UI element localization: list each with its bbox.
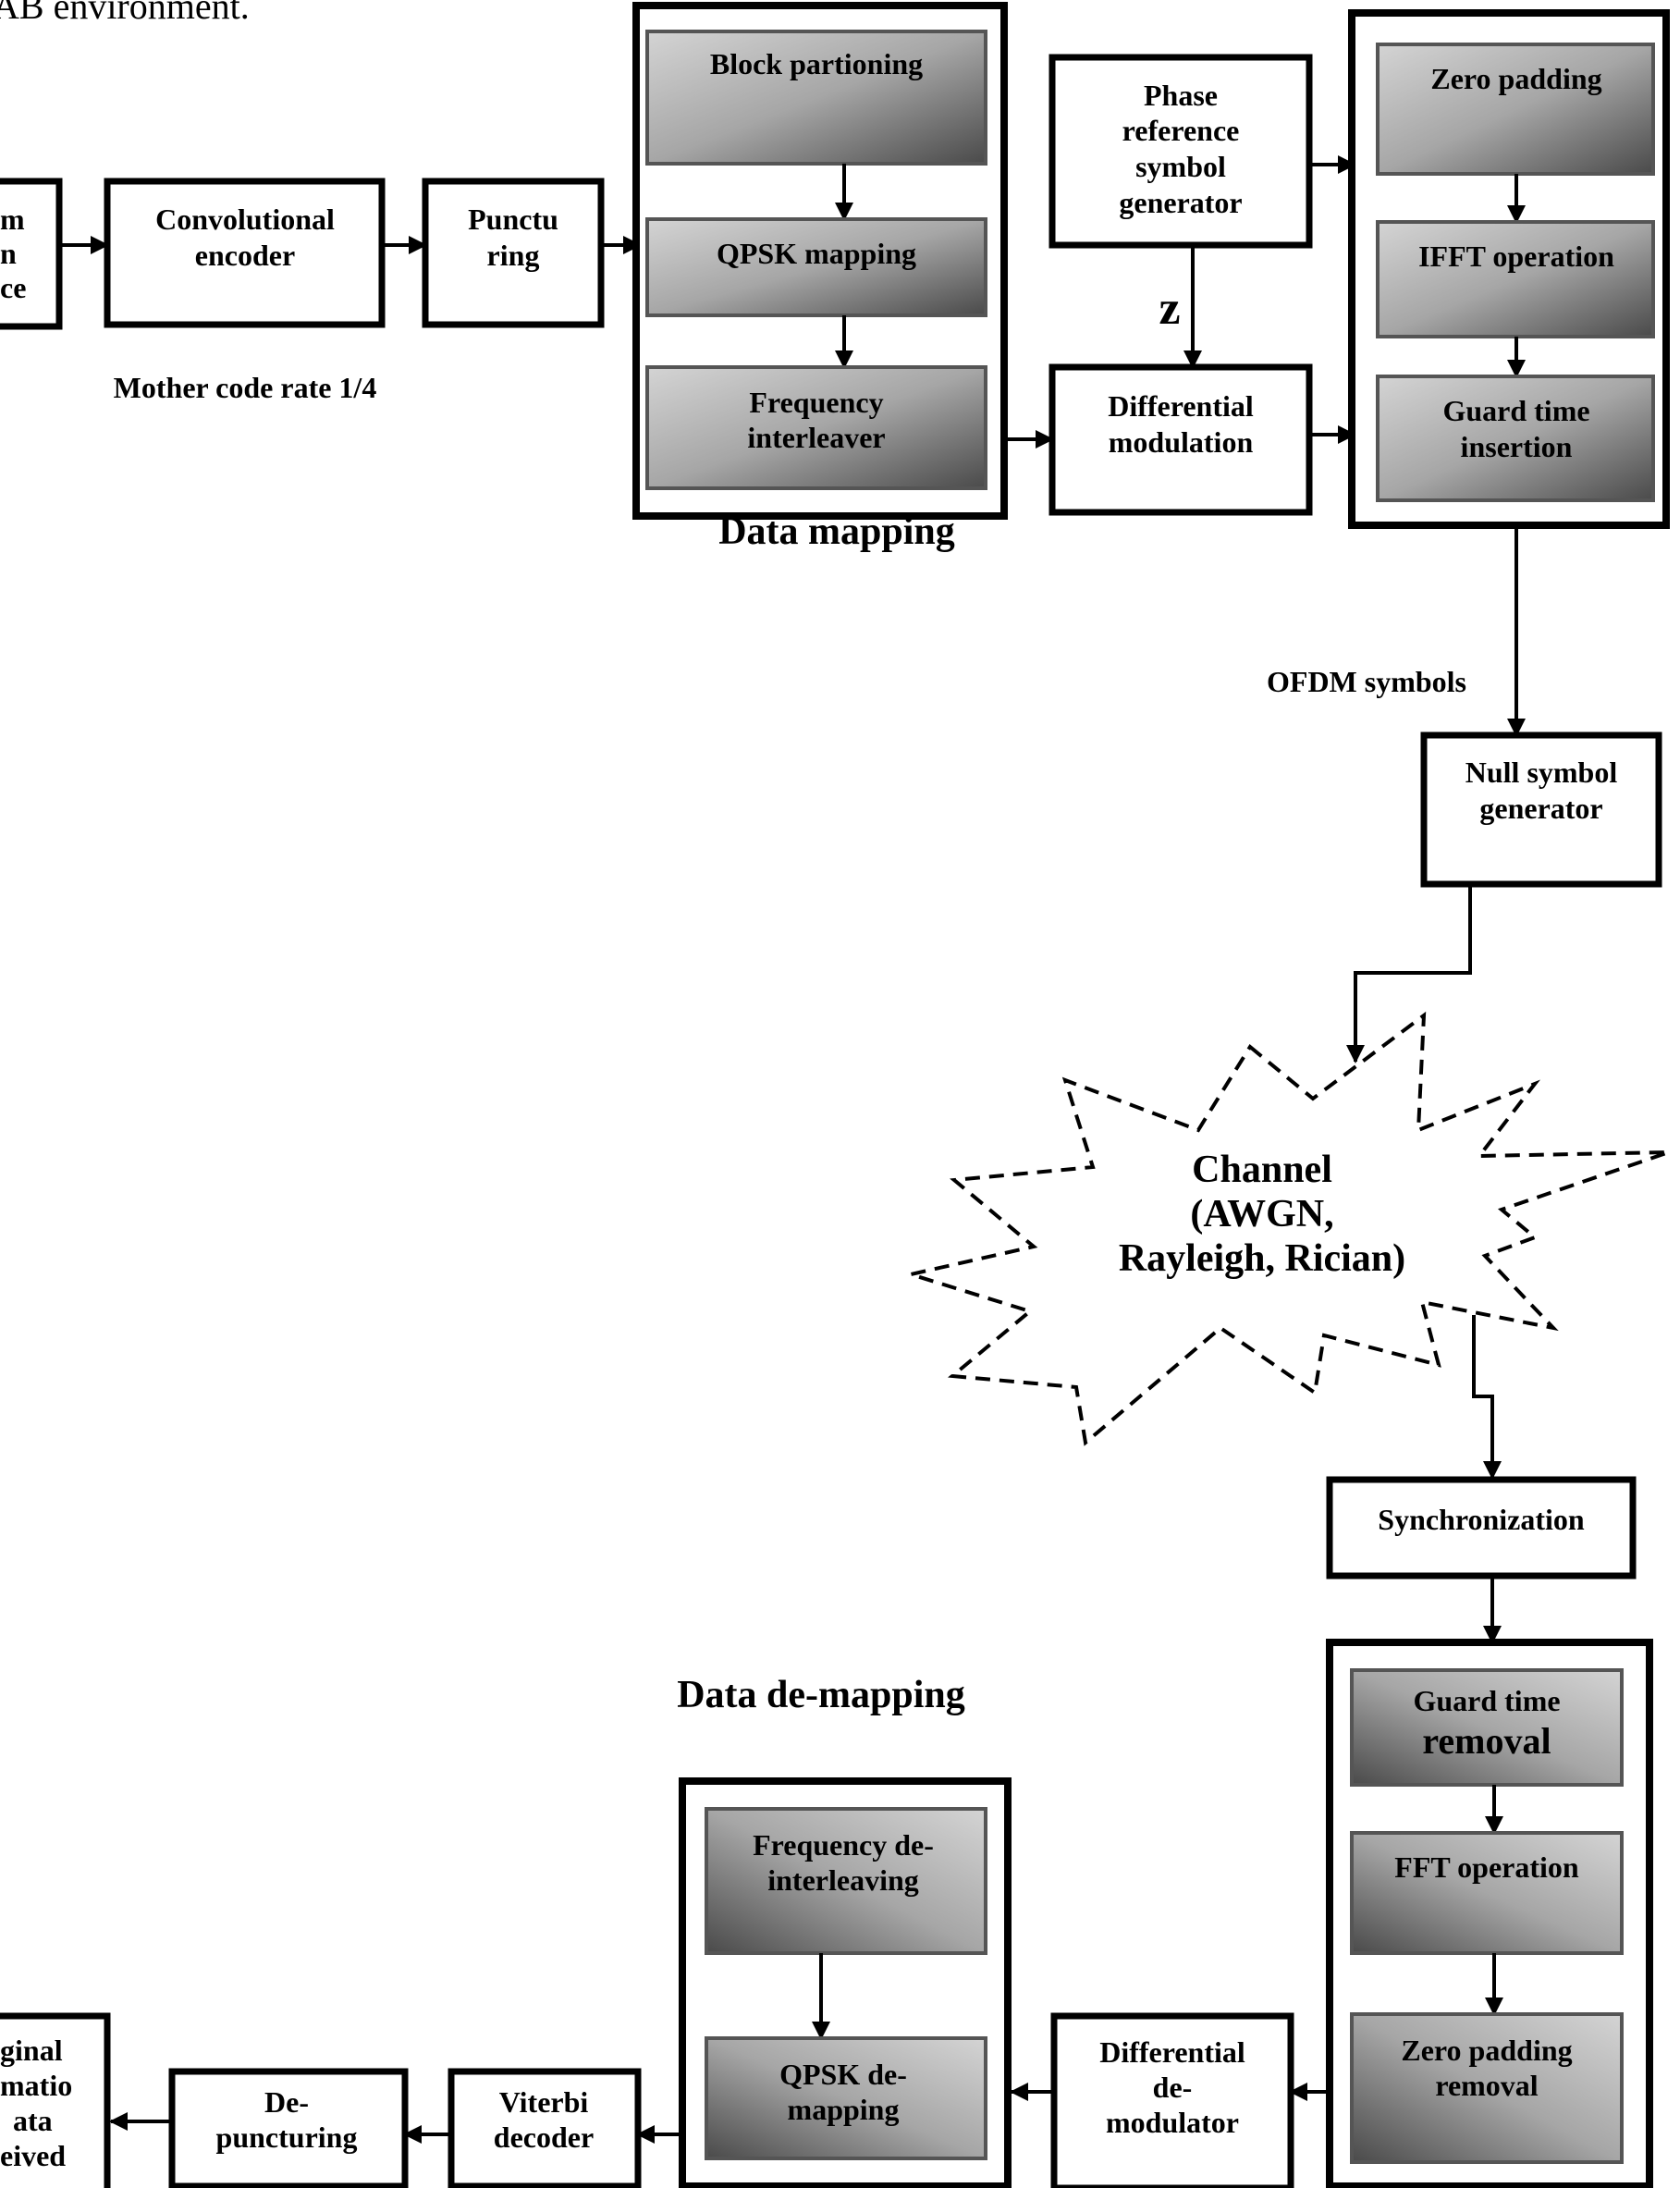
- freq-deinterleaving-label-1: Frequency de-: [753, 1828, 934, 1862]
- fft-box: [1350, 1831, 1624, 1955]
- qpsk-mapping-box: [645, 217, 987, 317]
- output-label-2: matio: [0, 2069, 72, 2102]
- ofdm-modulation-group: Zero padding IFFT operation Guard time i…: [1348, 9, 1670, 529]
- diff-modulation-label-1: Differential: [1108, 389, 1254, 423]
- viterbi-label-1: Viterbi: [499, 2085, 589, 2119]
- conv-encoder-label-2: encoder: [195, 239, 295, 272]
- puncturing-block: Punctu ring: [422, 178, 605, 328]
- mother-code-rate-label: Mother code rate 1/4: [114, 371, 377, 404]
- puncturing-label-1: Punctu: [468, 203, 558, 236]
- zero-padding-removal-label-1: Zero padding: [1401, 2034, 1572, 2067]
- freq-interleaver-label-2: interleaver: [747, 421, 885, 454]
- source-label-3: ce: [0, 271, 26, 304]
- output-label-4: eived: [0, 2139, 66, 2172]
- conv-encoder-block: Convolutional encoder: [104, 178, 386, 328]
- depuncturing-block: De- puncturing: [168, 2068, 409, 2188]
- data-mapping-title: Data mapping: [718, 510, 955, 553]
- diff-modulation-block: Differential modulation: [1048, 363, 1313, 516]
- diff-demod-label-1: Differential: [1099, 2035, 1245, 2069]
- data-demapping-title: Data de-mapping: [677, 1674, 965, 1716]
- phase-ref-generator-block: Phase reference symbol generator: [1048, 54, 1313, 249]
- fft-label: FFT operation: [1394, 1850, 1579, 1884]
- guard-removal-label-1: Guard time: [1413, 1684, 1560, 1717]
- data-demapping-group: Frequency de- interleaving QPSK de- mapp…: [679, 1777, 1012, 2188]
- zero-padding-removal-box: [1350, 2012, 1624, 2164]
- qpsk-demapping-label-2: mapping: [788, 2093, 900, 2126]
- null-symbol-label-2: generator: [1479, 792, 1602, 825]
- depuncturing-label-2: puncturing: [216, 2120, 358, 2154]
- block-partitioning-box: [645, 30, 987, 166]
- data-mapping-group: Block partioning QPSK mapping Frequency …: [632, 2, 1008, 553]
- block-partitioning-label: Block partioning: [710, 47, 923, 80]
- channel-label-1: Channel: [1192, 1149, 1332, 1191]
- channel-cloud: Channel (AWGN, Rayleigh, Rician): [903, 1011, 1670, 1446]
- synchronization-block: Synchronization: [1326, 1476, 1637, 1580]
- ofdm-demodulation-group: Guard time removal FFT operation Zero pa…: [1326, 1639, 1653, 2188]
- freq-deinterleaving-box: [705, 1807, 987, 1955]
- diff-modulation-label-2: modulation: [1109, 425, 1254, 459]
- ifft-label: IFFT operation: [1418, 240, 1614, 273]
- arrow-channel-to-sync: [1472, 1315, 1502, 1480]
- ofdm-symbols-label: OFDM symbols: [1267, 665, 1466, 698]
- output-label-1: ginal: [0, 2034, 63, 2067]
- arrow-null-to-channel: [1346, 884, 1472, 1063]
- qpsk-mapping-label: QPSK mapping: [717, 237, 916, 270]
- synchronization-label: Synchronization: [1378, 1503, 1585, 1536]
- viterbi-label-2: decoder: [494, 2120, 594, 2154]
- zero-padding-label: Zero padding: [1430, 62, 1601, 95]
- freq-interleaver-box: [645, 365, 987, 490]
- phase-ref-label-2: reference: [1122, 114, 1240, 147]
- channel-label-3: Rayleigh, Rician): [1119, 1237, 1405, 1280]
- freq-interleaver-label-1: Frequency: [749, 386, 883, 419]
- freq-deinterleaving-label-2: interleaving: [767, 1863, 919, 1897]
- phase-ref-label-1: Phase: [1144, 79, 1218, 112]
- output-block: ginal matio ata eived: [0, 2012, 111, 2188]
- guard-removal-box: [1350, 1668, 1624, 1787]
- qpsk-demapping-box: [705, 2036, 987, 2160]
- source-label-1: m: [0, 203, 25, 236]
- delay-z-label: z: [1159, 282, 1180, 335]
- diff-demod-label-3: modulator: [1106, 2106, 1239, 2139]
- guard-insertion-label-1: Guard time: [1442, 394, 1589, 427]
- conv-encoder-label-1: Convolutional: [155, 203, 335, 236]
- phase-ref-label-3: symbol: [1135, 150, 1226, 183]
- source-block: m n ce: [0, 178, 63, 330]
- guard-insertion-label-2: insertion: [1461, 430, 1573, 463]
- caption-fragment: AB environment.: [0, 0, 250, 27]
- guard-insertion-box: [1376, 375, 1655, 502]
- zero-padding-removal-label-2: removal: [1435, 2069, 1538, 2102]
- diff-demod-label-2: de-: [1153, 2071, 1193, 2104]
- phase-ref-label-4: generator: [1119, 186, 1242, 219]
- ifft-box: [1376, 220, 1655, 338]
- null-symbol-generator-block: Null symbol generator: [1420, 731, 1662, 888]
- source-label-2: n: [0, 237, 17, 270]
- depuncturing-label-1: De-: [264, 2085, 309, 2119]
- qpsk-demapping-label-1: QPSK de-: [779, 2058, 907, 2091]
- puncturing-label-2: ring: [487, 239, 540, 272]
- diff-demodulator-block: Differential de- modulator: [1050, 2012, 1294, 2188]
- output-label-3: ata: [13, 2104, 53, 2137]
- channel-label-2: (AWGN,: [1190, 1193, 1333, 1235]
- viterbi-decoder-block: Viterbi decoder: [448, 2068, 642, 2188]
- guard-removal-label-2: removal: [1422, 1720, 1551, 1762]
- null-symbol-label-1: Null symbol: [1465, 756, 1618, 789]
